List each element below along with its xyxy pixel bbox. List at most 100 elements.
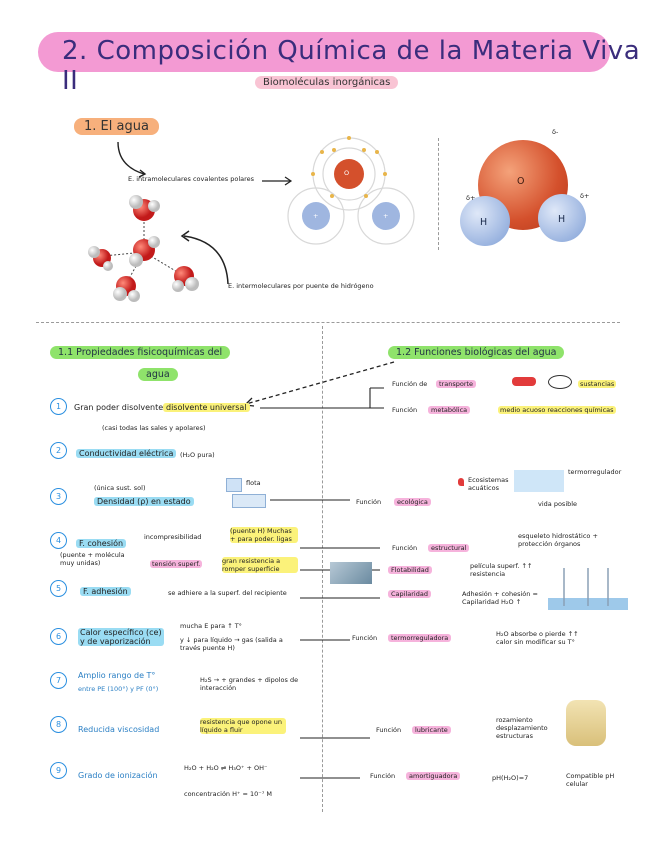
property-6-note: mucha E para ↑ T° bbox=[180, 622, 242, 630]
hydrogen-label-left: H bbox=[480, 217, 488, 228]
curved-arrow bbox=[180, 230, 229, 285]
property-number-3: 3 bbox=[50, 488, 67, 505]
function-4-label: Función bbox=[392, 544, 418, 552]
delta-minus-label: δ- bbox=[552, 128, 559, 136]
function-6-tag: Capilaridad bbox=[388, 590, 431, 598]
property-9-eq: H₂O + H₂O ⇌ H₃O⁺ + OH⁻ bbox=[184, 764, 268, 772]
property-number-9: 9 bbox=[50, 762, 67, 779]
property-3-sub: (única sust. sol) bbox=[94, 484, 146, 492]
function-8-note: rozamiento desplazamiento estructuras bbox=[496, 716, 548, 740]
insect-on-water-image bbox=[330, 562, 372, 584]
arrow-to-bonds bbox=[117, 141, 147, 178]
property-2-text: Conductividad eléctrica bbox=[76, 449, 177, 458]
property-number-7: 7 bbox=[50, 672, 67, 689]
function-8-label: Función bbox=[376, 726, 402, 734]
function-3-note2: termorregulador bbox=[568, 468, 622, 476]
function-9-tag: amortiguadora bbox=[406, 772, 461, 780]
capillary-tubes-icon bbox=[548, 568, 628, 610]
function-1-note: sustancias bbox=[578, 380, 617, 388]
property-6-text: Calor específico (ce) y de vaporización bbox=[78, 628, 164, 646]
hydrogen-atom-right bbox=[538, 194, 586, 242]
property-9-text: Grado de ionización bbox=[78, 771, 158, 780]
function-5-tag: Flotabilidad bbox=[388, 566, 432, 574]
function-3-note1: Ecosistemas acuáticos bbox=[468, 476, 509, 492]
section-heading-properties: 1.1 Propiedades fisicoquímicas del bbox=[50, 346, 231, 359]
property-number-4: 4 bbox=[50, 532, 67, 549]
hydrogen-atom-left bbox=[460, 196, 510, 246]
section-heading-functions: 1.2 Funciones biológicas del agua bbox=[388, 346, 565, 359]
shell-h-right-plus: + bbox=[383, 212, 389, 220]
property-1-sub: (casi todas las sales y apolares) bbox=[102, 424, 206, 432]
location-pin-icon bbox=[458, 478, 464, 486]
function-1-label: Función de bbox=[392, 380, 428, 388]
function-2-tag: metabólica bbox=[428, 406, 471, 414]
function-6-note: Adhesión + cohesión = Capilaridad H₂O ↑ bbox=[462, 590, 538, 606]
property-5-text: F. adhesión bbox=[80, 587, 131, 596]
section-heading-properties-line2: agua bbox=[138, 368, 178, 381]
divider-vertical-bottom bbox=[322, 326, 323, 812]
function-5-note: película superf. ↑↑ resistencia bbox=[470, 562, 533, 578]
function-3-note3: vida posible bbox=[538, 500, 578, 508]
property-7-text: Amplio rango de T° bbox=[78, 671, 156, 680]
delta-plus-left: δ+ bbox=[466, 194, 476, 202]
function-3-tag: ecológica bbox=[394, 498, 431, 506]
polar-bonds-label: E. intramoleculares covalentes polares bbox=[128, 175, 255, 183]
divider-horizontal bbox=[36, 322, 620, 323]
water-glass-icon bbox=[232, 494, 266, 508]
property-5-note: se adhiere a la superf. del recipiente bbox=[168, 589, 287, 597]
ice-cube-icon bbox=[226, 478, 242, 492]
property-8-text: Reducida viscosidad bbox=[78, 725, 160, 734]
property-4-text: F. cohesión bbox=[76, 539, 127, 548]
blood-cell-icon bbox=[548, 375, 572, 389]
property-8-note: resistencia que opone un líquido a fluir bbox=[200, 718, 286, 734]
section-heading-agua: 1. El agua bbox=[74, 118, 159, 135]
function-4-tag: estructural bbox=[428, 544, 470, 552]
page-subtitle: Biomoléculas inorgánicas bbox=[255, 76, 399, 89]
water-cluster-illustration bbox=[88, 195, 199, 302]
property-number-8: 8 bbox=[50, 716, 67, 733]
property-4-a-note: (puente H) Muchas + para poder. ligas bbox=[230, 527, 298, 543]
function-7-label: Función bbox=[352, 634, 378, 642]
function-2-label: Función bbox=[392, 406, 418, 414]
connector-lines bbox=[260, 387, 384, 779]
function-1-tag: transporte bbox=[436, 380, 477, 388]
property-number-5: 5 bbox=[50, 580, 67, 597]
knee-joint-image bbox=[566, 700, 606, 746]
property-4-b-note: gran resistencia a romper superficie bbox=[222, 557, 298, 573]
function-9-note: pH(H₂O)=7 bbox=[492, 774, 529, 782]
property-3-text: Densidad (ρ) en estado bbox=[94, 497, 194, 506]
divider-vertical-top bbox=[438, 138, 439, 250]
property-4-a: incompresibilidad bbox=[144, 533, 202, 541]
hydrogen-label-right: H bbox=[558, 214, 566, 225]
property-6-note2: y ↓ para líquido → gas (salida a través … bbox=[180, 636, 283, 652]
function-8-tag: lubricante bbox=[412, 726, 451, 734]
car-icon bbox=[512, 377, 536, 386]
page-title: 2. Composición Química de la Materia Viv… bbox=[62, 36, 641, 96]
shell-h-left-plus: + bbox=[313, 212, 319, 220]
function-2-note: medio acuoso reacciones químicas bbox=[498, 406, 616, 414]
hydrogen-bonds-label: E. intermoleculares por puente de hidróg… bbox=[228, 282, 374, 290]
delta-plus-right: δ+ bbox=[580, 192, 590, 200]
function-9-label: Función bbox=[370, 772, 396, 780]
property-1-tag: disolvente universal bbox=[163, 403, 250, 412]
property-2-sub: (H₂O pura) bbox=[180, 451, 215, 459]
title-banner bbox=[38, 32, 610, 72]
oxygen-label: O bbox=[517, 176, 525, 187]
function-7-note: H₂O absorbe o pierde ↑↑ calor sin modifi… bbox=[496, 630, 579, 646]
property-3-extra: flota bbox=[246, 479, 261, 487]
property-number-1: 1 bbox=[50, 398, 67, 415]
property-7-note: H₂S → + grandes + dipolos de interacción bbox=[200, 676, 299, 692]
function-7-tag: termorreguladora bbox=[388, 634, 452, 642]
property-4-sub: (puente + molécula muy unidas) bbox=[60, 551, 125, 567]
property-9-eq-note: concentración H⁺ = 10⁻⁷ M bbox=[184, 790, 272, 798]
property-7-sub: entre PE (100°) y PF (0°) bbox=[78, 685, 159, 693]
arrow-right bbox=[262, 176, 293, 186]
electron-shell-diagram bbox=[287, 136, 415, 245]
property-number-2: 2 bbox=[50, 442, 67, 459]
water-layers-icon bbox=[514, 470, 564, 492]
function-4-note: esqueleto hidrostático + protección órga… bbox=[518, 532, 598, 548]
property-4-b: tensión superf. bbox=[150, 560, 203, 568]
property-number-6: 6 bbox=[50, 628, 67, 645]
property-1-text: Gran poder disolvente bbox=[74, 403, 164, 412]
function-3-label: Función bbox=[356, 498, 382, 506]
